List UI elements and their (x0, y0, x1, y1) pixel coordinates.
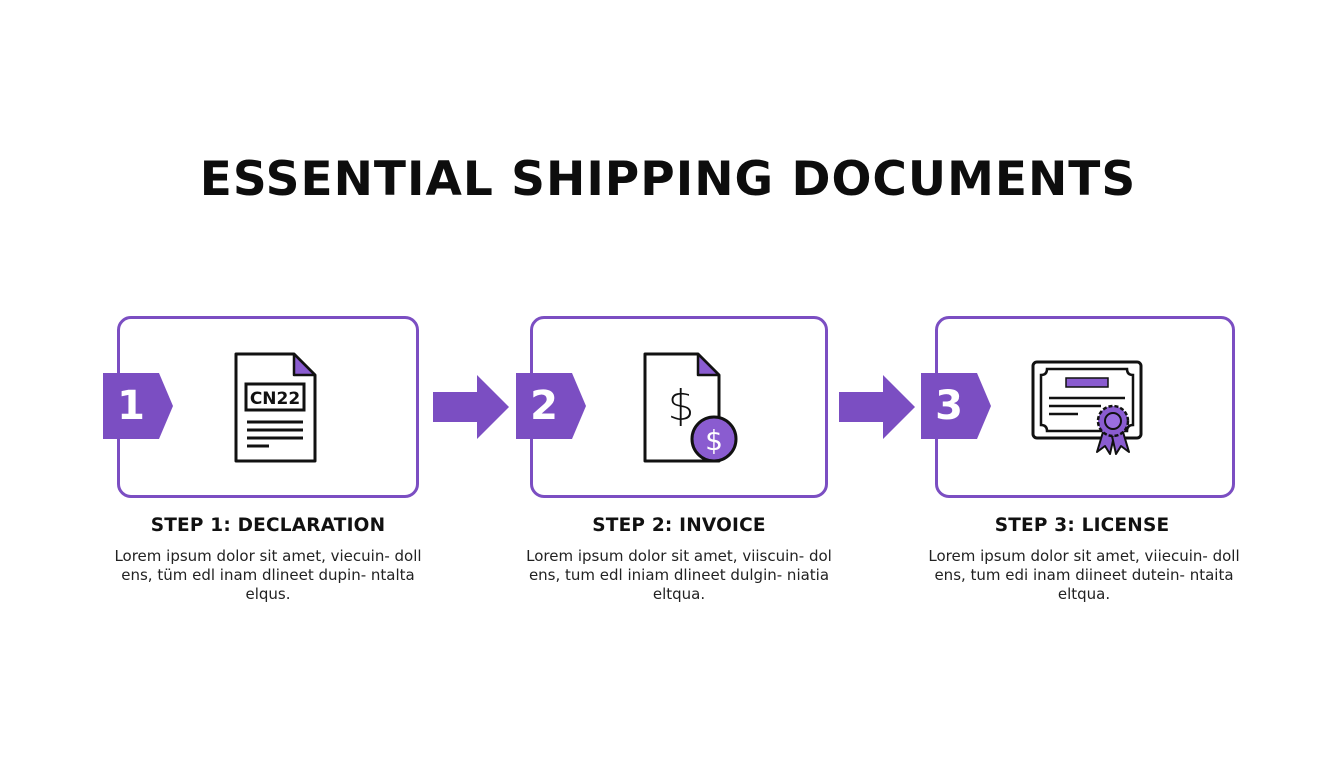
right-arrow-icon (433, 375, 509, 439)
certificate-ribbon-icon (1031, 360, 1143, 461)
step-1-badge: 1 (103, 373, 173, 439)
step-3-description: Lorem ipsum dolor sit amet, viiecuin- do… (928, 547, 1240, 603)
step-1-description: Lorem ipsum dolor sit amet, viecuin- dol… (114, 547, 422, 603)
badge-chevron-shape (103, 373, 173, 439)
step-2-title: STEP 2: INVOICE (592, 515, 766, 536)
page-title: ESSENTIAL SHIPPING DOCUMENTS (199, 152, 1137, 207)
step-3-title: STEP 3: LICENSE (994, 515, 1170, 536)
step-number: 2 (530, 383, 558, 429)
step-2-description: Lorem ipsum dolor sit amet, viiscuin- do… (526, 547, 832, 603)
svg-text:$: $ (705, 424, 723, 457)
step-2-badge: 2 (516, 373, 586, 439)
step-3-badge: 3 (921, 373, 991, 439)
customs-declaration-document-icon: CN22 (234, 352, 318, 469)
badge-chevron-shape (516, 373, 586, 439)
step-1-title: STEP 1: DECLARATION (150, 515, 386, 536)
svg-text:CN22: CN22 (250, 389, 300, 409)
step-number: 3 (935, 383, 963, 429)
step-number: 1 (117, 383, 145, 429)
right-arrow-icon (839, 375, 915, 439)
svg-text:$: $ (668, 381, 695, 430)
invoice-dollar-document-icon: $ $ (643, 352, 739, 469)
badge-chevron-shape (921, 373, 991, 439)
